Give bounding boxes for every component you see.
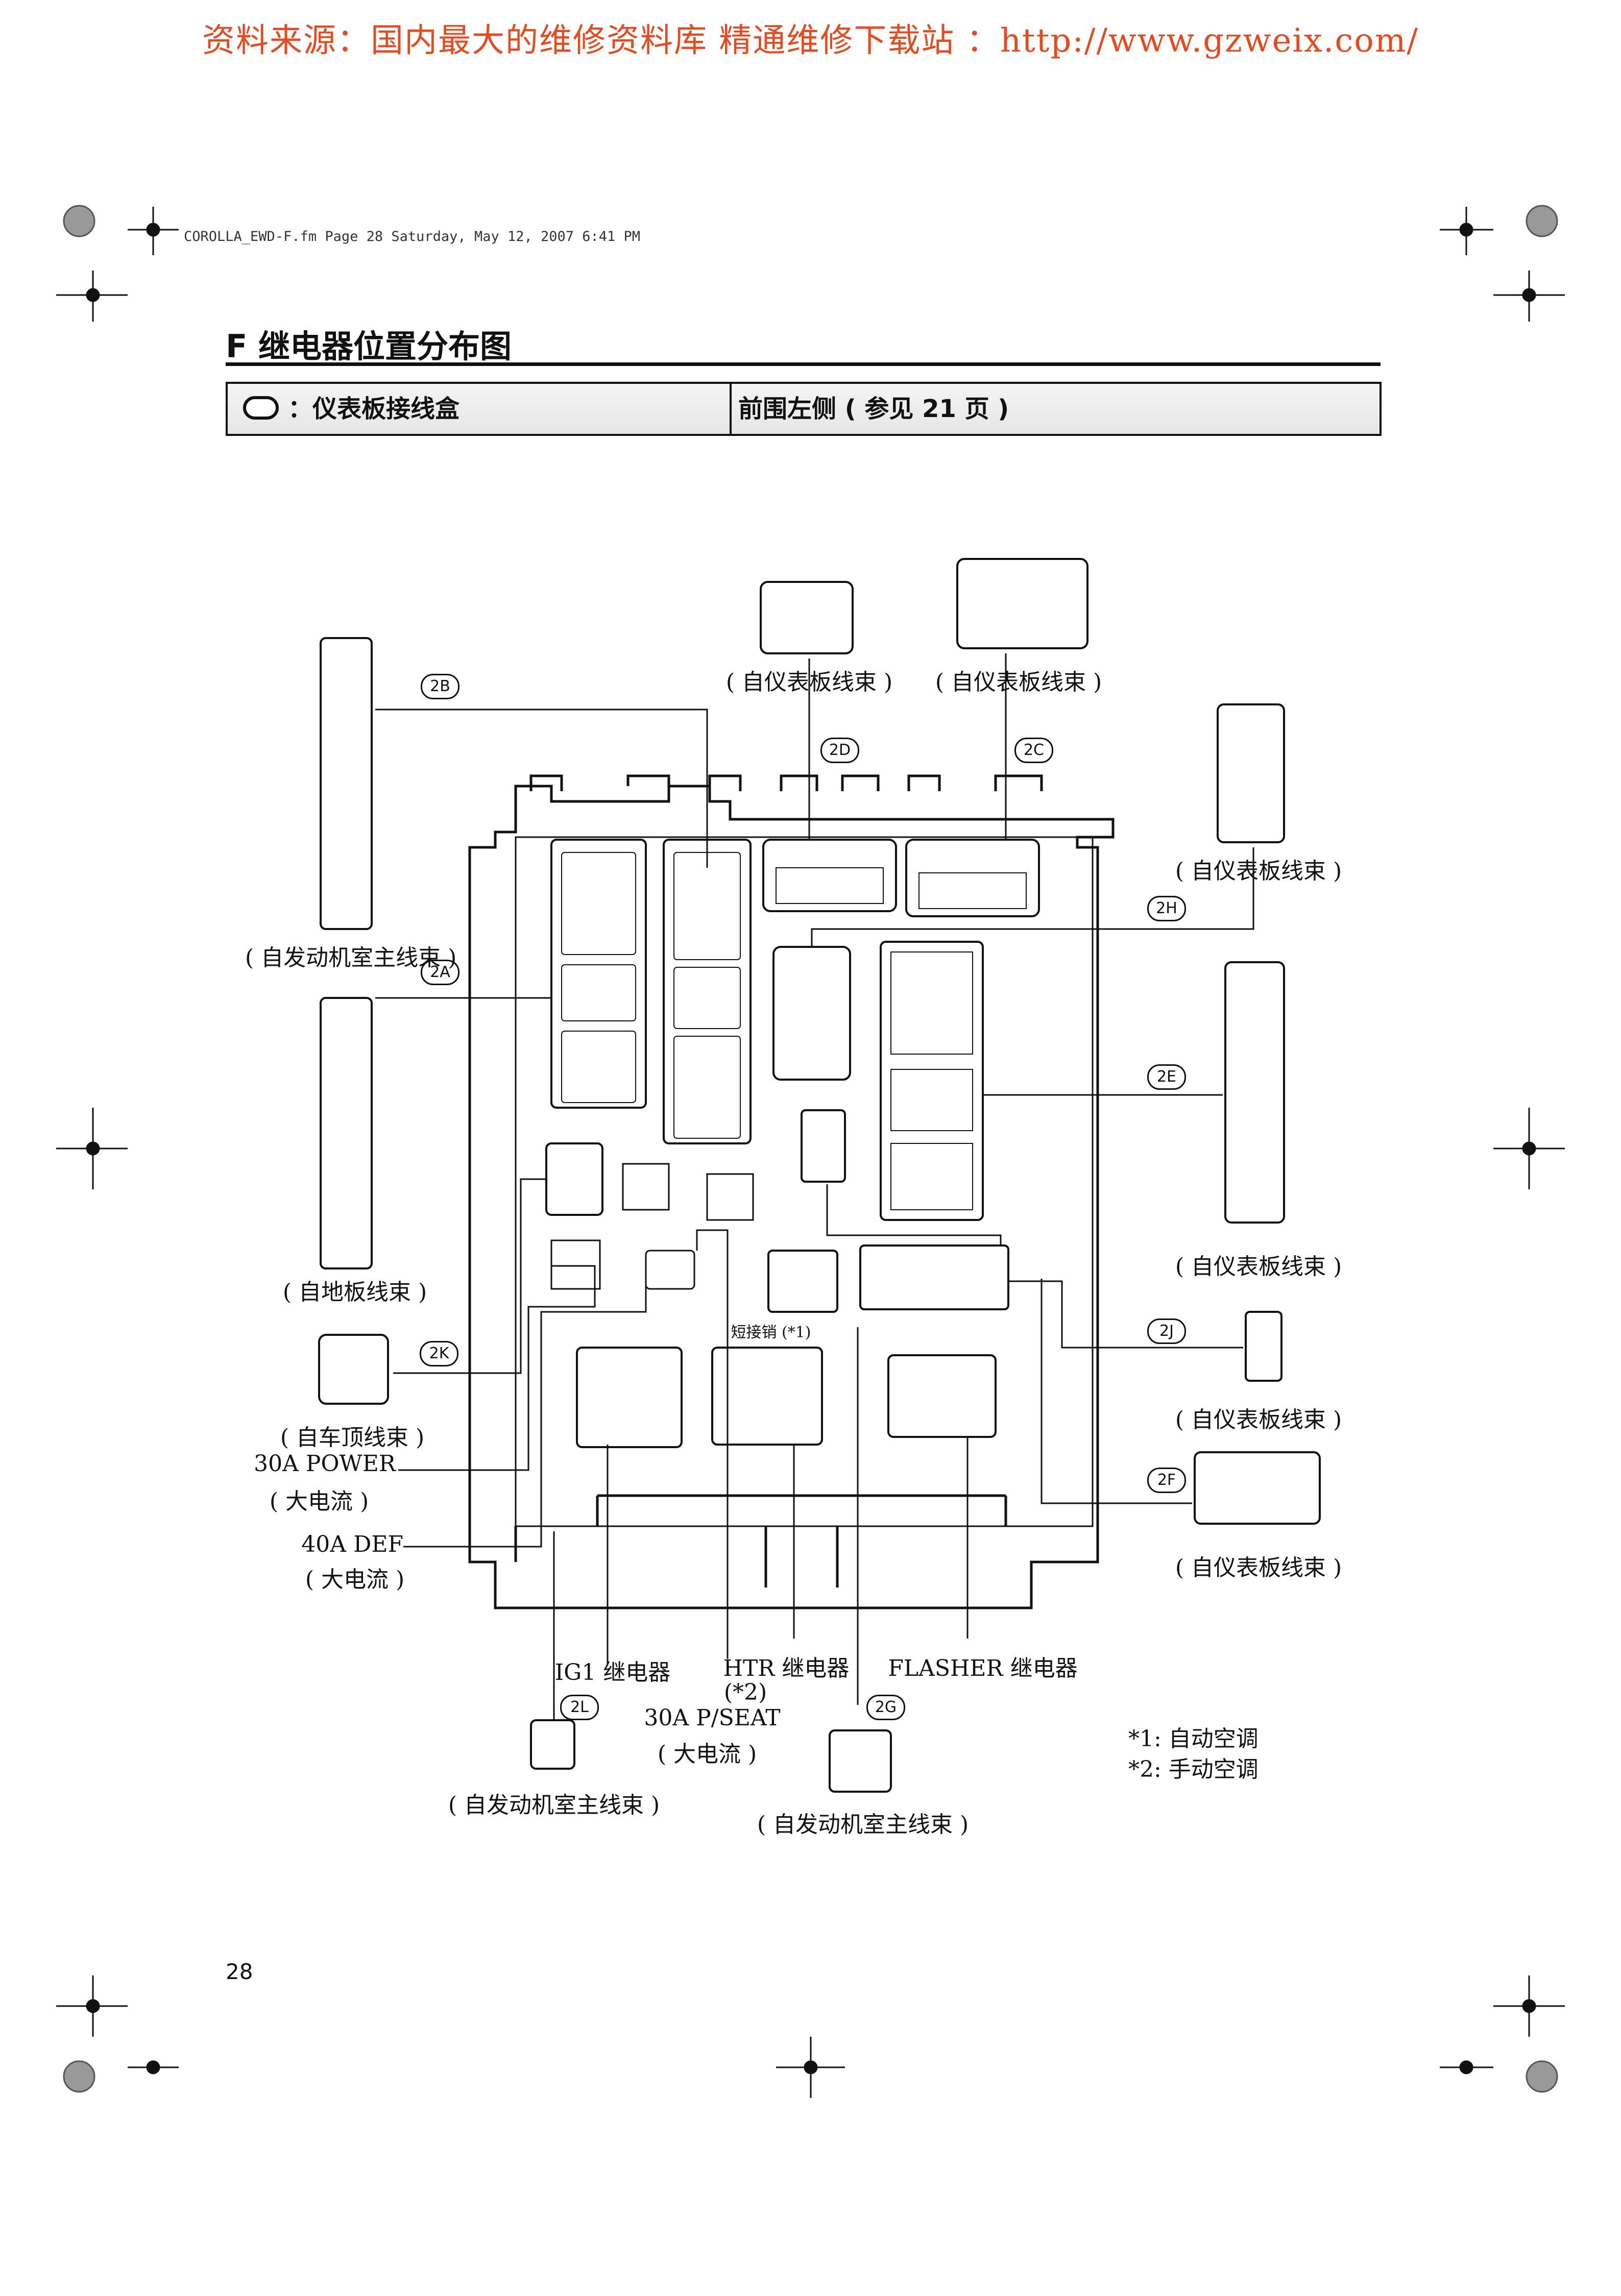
connector-2e-badge: 2E bbox=[1147, 1064, 1186, 1090]
connector-2h-badge: 2H bbox=[1147, 896, 1186, 921]
connector-2b-badge: 2B bbox=[421, 674, 459, 699]
label-floor-harness-2a: ( 自地板线束 ) bbox=[282, 1279, 427, 1305]
label-panel-harness-2c: ( 自仪表板线束 ) bbox=[935, 669, 1102, 695]
label-engine-main-harness-2g: ( 自发动机室主线束 ) bbox=[757, 1812, 969, 1838]
label-panel-harness-2f: ( 自仪表板线束 ) bbox=[1175, 1555, 1342, 1581]
label-panel-harness-2e: ( 自仪表板线束 ) bbox=[1175, 1254, 1342, 1280]
footnote-2: *2: 手动空调 bbox=[1128, 1756, 1259, 1782]
internal-blocks bbox=[545, 839, 1040, 1448]
page-number: 28 bbox=[226, 1959, 253, 1984]
external-connectors bbox=[318, 558, 1321, 1793]
registration-marks bbox=[56, 205, 1565, 2098]
file-info: COROLLA_EWD-F.fm Page 28 Saturday, May 1… bbox=[184, 229, 641, 245]
label-panel-harness-2j: ( 自仪表板线束 ) bbox=[1175, 1407, 1342, 1433]
location-bar: ：仪表板接线盒 前围左侧 ( 参见 21 页 ) bbox=[226, 382, 1382, 436]
label-roof-harness-2k: ( 自车顶线束 ) bbox=[280, 1425, 425, 1451]
junction-box-icon bbox=[243, 396, 279, 420]
connector-2k-badge: 2K bbox=[420, 1341, 458, 1366]
connector-2l-badge: 2L bbox=[560, 1695, 599, 1720]
connector-2d-badge: 2D bbox=[820, 738, 859, 763]
label-flasher-relay: FLASHER 继电器 bbox=[888, 1655, 1078, 1681]
label-30a-power: 30A POWER bbox=[254, 1451, 396, 1477]
label-panel-harness-2d: ( 自仪表板线束 ) bbox=[725, 669, 893, 695]
label-30a-pseat: 30A P/SEAT bbox=[644, 1705, 781, 1731]
location-divider bbox=[730, 384, 732, 434]
label-30a-power-sub: ( 大电流 ) bbox=[269, 1488, 369, 1515]
label-engine-main-harness-2l: ( 自发动机室主线束 ) bbox=[448, 1792, 660, 1818]
junction-box-outline bbox=[468, 774, 1115, 1609]
footnote-1: *1: 自动空调 bbox=[1128, 1726, 1259, 1752]
connector-2c-badge: 2C bbox=[1014, 738, 1053, 763]
source-banner: 资料来源：国内最大的维修资料库 精通维修下载站 ：http://www.gzwe… bbox=[202, 22, 1419, 60]
label-engine-main-harness-2b: ( 自发动机室主线束 ) bbox=[245, 945, 457, 971]
label-panel-harness-2h: ( 自仪表板线束 ) bbox=[1175, 858, 1342, 884]
location-left: ：仪表板接线盒 bbox=[288, 395, 460, 423]
location-right: 前围左侧 ( 参见 21 页 ) bbox=[738, 395, 1009, 423]
title-rule bbox=[226, 362, 1381, 366]
connector-2a-badge: 2A bbox=[421, 960, 459, 985]
label-40a-def-sub: ( 大电流 ) bbox=[305, 1567, 405, 1593]
label-short-pin: 短接销 (*1) bbox=[731, 1324, 811, 1341]
leader-lines bbox=[375, 653, 1254, 1720]
label-40a-def: 40A DEF bbox=[301, 1531, 403, 1557]
section-title: F 继电器位置分布图 bbox=[226, 328, 512, 365]
connector-2f-badge: 2F bbox=[1147, 1468, 1186, 1493]
label-ig1-relay: IG1 继电器 bbox=[554, 1659, 671, 1686]
label-30a-pseat-sub: ( 大电流 ) bbox=[657, 1741, 757, 1767]
connector-2j-badge: 2J bbox=[1147, 1318, 1186, 1344]
label-htr-note: (*2) bbox=[723, 1679, 767, 1705]
label-htr-relay: HTR 继电器 bbox=[723, 1655, 850, 1681]
connector-2g-badge: 2G bbox=[866, 1695, 905, 1720]
